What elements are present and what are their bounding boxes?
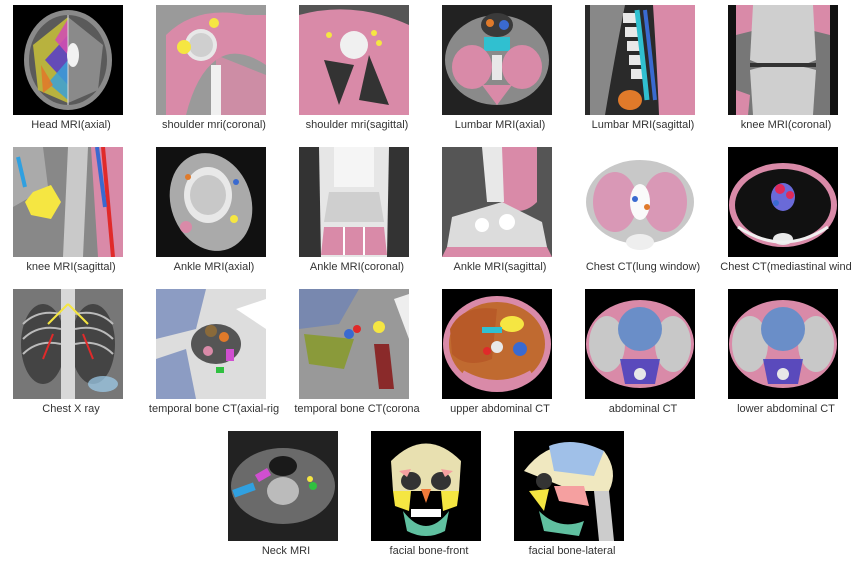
tile-shoulder-mri-coronal[interactable]: shoulder mri(coronal) [143, 5, 285, 139]
tile-lower-abdominal-ct[interactable]: lower abdominal CT [715, 289, 857, 423]
tile-chest-ct-lung[interactable]: Chest CT(lung window) [572, 147, 714, 281]
ankle-mri-sagittal-icon[interactable] [442, 147, 552, 257]
shoulder-mri-coronal-icon[interactable] [156, 5, 266, 115]
tile-knee-mri-coronal[interactable]: knee MRI(coronal) [715, 5, 857, 139]
lower-abdominal-ct-icon[interactable] [728, 289, 838, 399]
chest-ct-lung-icon[interactable] [585, 147, 695, 257]
tile-caption[interactable]: Ankle MRI(coronal) [309, 261, 405, 273]
lumbar-mri-sagittal-icon[interactable] [585, 5, 695, 115]
tile-caption[interactable]: Neck MRI [261, 545, 311, 557]
tile-head-mri-axial[interactable]: Head MRI(axial) [0, 5, 142, 139]
tile-caption[interactable]: knee MRI(sagittal) [26, 261, 116, 273]
tile-ankle-mri-axial[interactable]: Ankle MRI(axial) [143, 147, 285, 281]
temporal-bone-coronal-icon[interactable] [299, 289, 409, 399]
tile-lumbar-mri-axial[interactable]: Lumbar MRI(axial) [429, 5, 571, 139]
facial-bone-lateral-icon[interactable] [514, 431, 624, 541]
ankle-mri-axial-icon[interactable] [156, 147, 266, 257]
tile-neck-mri[interactable]: Neck MRI [215, 431, 357, 565]
facial-bone-front-icon[interactable] [371, 431, 481, 541]
upper-abdominal-ct-icon[interactable] [442, 289, 552, 399]
tile-caption[interactable]: knee MRI(coronal) [740, 119, 832, 131]
tile-temporal-bone-axial[interactable]: temporal bone CT(axial-rig [143, 289, 285, 423]
tile-facial-bone-front[interactable]: facial bone-front [358, 431, 500, 565]
tile-abdominal-ct[interactable]: abdominal CT [572, 289, 714, 423]
tile-caption[interactable]: shoulder mri(sagittal) [305, 119, 409, 131]
tile-knee-mri-sagittal[interactable]: knee MRI(sagittal) [0, 147, 142, 281]
tile-caption[interactable]: Chest CT(lung window) [585, 261, 701, 273]
chest-xray-icon[interactable] [13, 289, 123, 399]
tile-upper-abdominal-ct[interactable]: upper abdominal CT [429, 289, 571, 423]
tile-caption[interactable]: Chest X ray [42, 403, 100, 415]
neck-mri-icon[interactable] [228, 431, 338, 541]
tile-caption[interactable]: temporal bone CT(corona [294, 403, 420, 415]
tile-caption[interactable]: Head MRI(axial) [31, 119, 111, 131]
tile-ankle-mri-coronal[interactable]: Ankle MRI(coronal) [286, 147, 428, 281]
tile-caption[interactable]: Ankle MRI(axial) [173, 261, 255, 273]
tile-caption[interactable]: abdominal CT [608, 403, 678, 415]
tile-caption[interactable]: shoulder mri(coronal) [162, 119, 266, 131]
tile-chest-xray[interactable]: Chest X ray [0, 289, 142, 423]
tile-caption[interactable]: Lumbar MRI(axial) [454, 119, 546, 131]
tile-temporal-bone-coronal[interactable]: temporal bone CT(corona [286, 289, 428, 423]
tile-caption[interactable]: facial bone-lateral [528, 545, 616, 557]
tile-chest-ct-mediastinal[interactable]: Chest CT(mediastinal wind [715, 147, 857, 281]
tile-caption[interactable]: facial bone-front [389, 545, 469, 557]
tile-caption[interactable]: temporal bone CT(axial-rig [148, 403, 280, 415]
chest-ct-mediastinal-icon[interactable] [728, 147, 838, 257]
tile-caption[interactable]: Chest CT(mediastinal wind [720, 261, 852, 273]
tile-shoulder-mri-sagittal[interactable]: shoulder mri(sagittal) [286, 5, 428, 139]
tile-facial-bone-lateral[interactable]: facial bone-lateral [501, 431, 643, 565]
lumbar-mri-axial-icon[interactable] [442, 5, 552, 115]
tile-caption[interactable]: upper abdominal CT [450, 403, 550, 415]
tile-caption[interactable]: Ankle MRI(sagittal) [453, 261, 547, 273]
tile-caption[interactable]: lower abdominal CT [737, 403, 835, 415]
tile-ankle-mri-sagittal[interactable]: Ankle MRI(sagittal) [429, 147, 571, 281]
tile-lumbar-mri-sagittal[interactable]: Lumbar MRI(sagittal) [572, 5, 714, 139]
head-mri-axial-icon[interactable] [13, 5, 123, 115]
tile-caption[interactable]: Lumbar MRI(sagittal) [591, 119, 695, 131]
abdominal-ct-icon[interactable] [585, 289, 695, 399]
knee-mri-sagittal-icon[interactable] [13, 147, 123, 257]
ankle-mri-coronal-icon[interactable] [299, 147, 409, 257]
knee-mri-coronal-icon[interactable] [728, 5, 838, 115]
shoulder-mri-sagittal-icon[interactable] [299, 5, 409, 115]
temporal-bone-axial-icon[interactable] [156, 289, 266, 399]
